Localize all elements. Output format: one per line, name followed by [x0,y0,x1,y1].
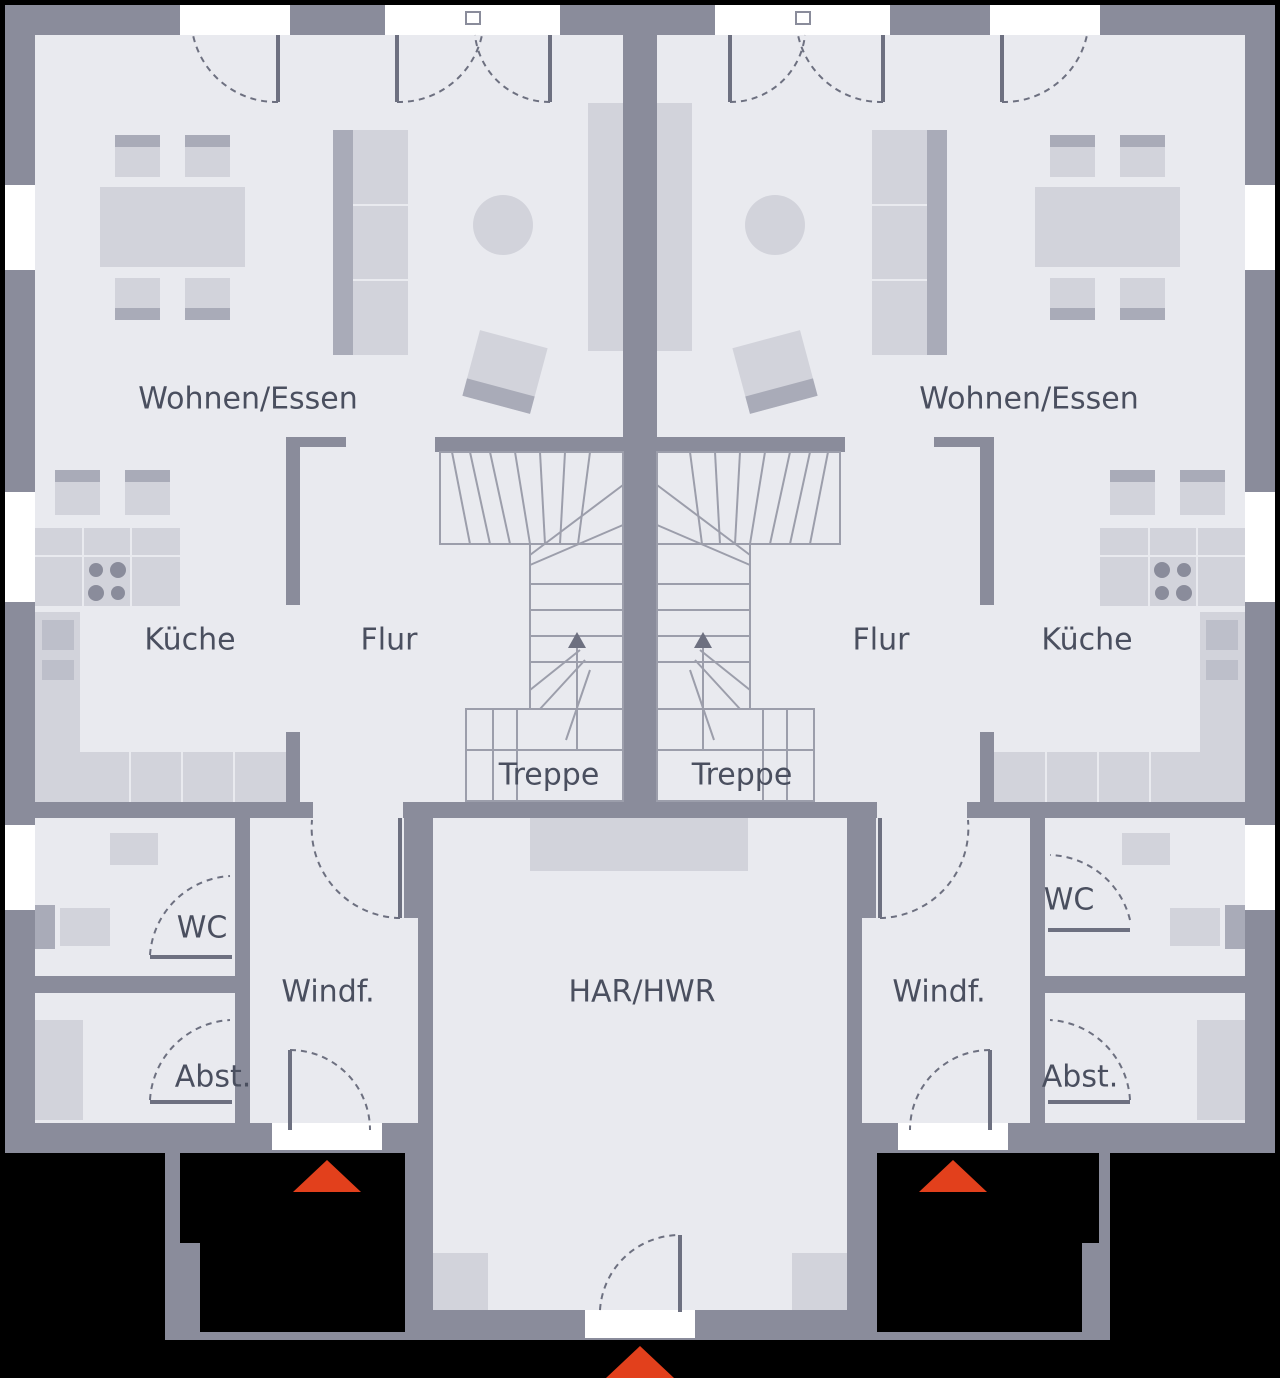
label-left-stairs: Treppe [498,758,600,793]
stair-up-arrow-icon [694,632,712,648]
right-storage-shelf [1197,1020,1245,1120]
right-dining-set [1035,135,1180,320]
utility-room-floor [433,818,847,1310]
label-left-hall: Flur [361,623,419,658]
right-wc-fixtures [1122,833,1245,949]
left-partitions [35,437,623,1128]
left-staircase [439,451,624,802]
right-sofa [872,130,947,355]
porch-left-inner [180,1153,405,1243]
label-utility-room: HAR/HWR [568,975,715,1010]
label-right-living: Wohnen/Essen [919,382,1139,417]
label-left-vestibule: Windf. [281,975,374,1010]
left-dining-set [100,135,245,320]
entrance-arrow-icon [919,1160,987,1192]
left-coffee-table [473,195,533,255]
label-right-storage: Abst. [1042,1060,1119,1095]
left-kitchen [35,470,286,802]
right-sideboard [657,103,692,351]
door-swings [149,34,1131,1311]
label-right-vestibule: Windf. [892,975,985,1010]
door-leaves [150,35,1130,1312]
stair-up-arrow-icon [568,632,586,648]
top-windows [180,5,1100,35]
left-wc-fixtures [35,833,158,949]
label-right-wc: WC [1044,883,1095,918]
utility-cabinet-right [792,1253,847,1310]
left-storage-shelf [35,1020,83,1120]
label-left-living: Wohnen/Essen [138,382,358,417]
right-armchair [732,330,818,414]
utility-counter [530,818,748,871]
right-kitchen [994,470,1245,802]
label-left-storage: Abst. [175,1060,252,1095]
entrance-arrow-icon [293,1160,361,1192]
left-armchair [462,330,548,414]
side-windows [5,185,1275,910]
label-left-wc: WC [177,911,228,946]
label-right-stairs: Treppe [691,758,793,793]
left-sideboard [588,103,623,351]
utility-cabinet-left [433,1253,488,1310]
label-right-hall: Flur [853,623,911,658]
left-sofa [333,130,408,355]
porch-left-inner2 [200,1240,405,1332]
right-partitions [657,437,1245,1128]
label-left-kitchen: Küche [144,623,235,658]
porch-right-inner2 [877,1240,1082,1332]
entrance-arrow-icon [606,1346,674,1378]
right-staircase [656,451,841,802]
label-right-kitchen: Küche [1041,623,1132,658]
entrance-doors [272,1123,1008,1338]
porch-right-inner [877,1153,1099,1243]
party-wall [623,35,657,802]
right-coffee-table [745,195,805,255]
